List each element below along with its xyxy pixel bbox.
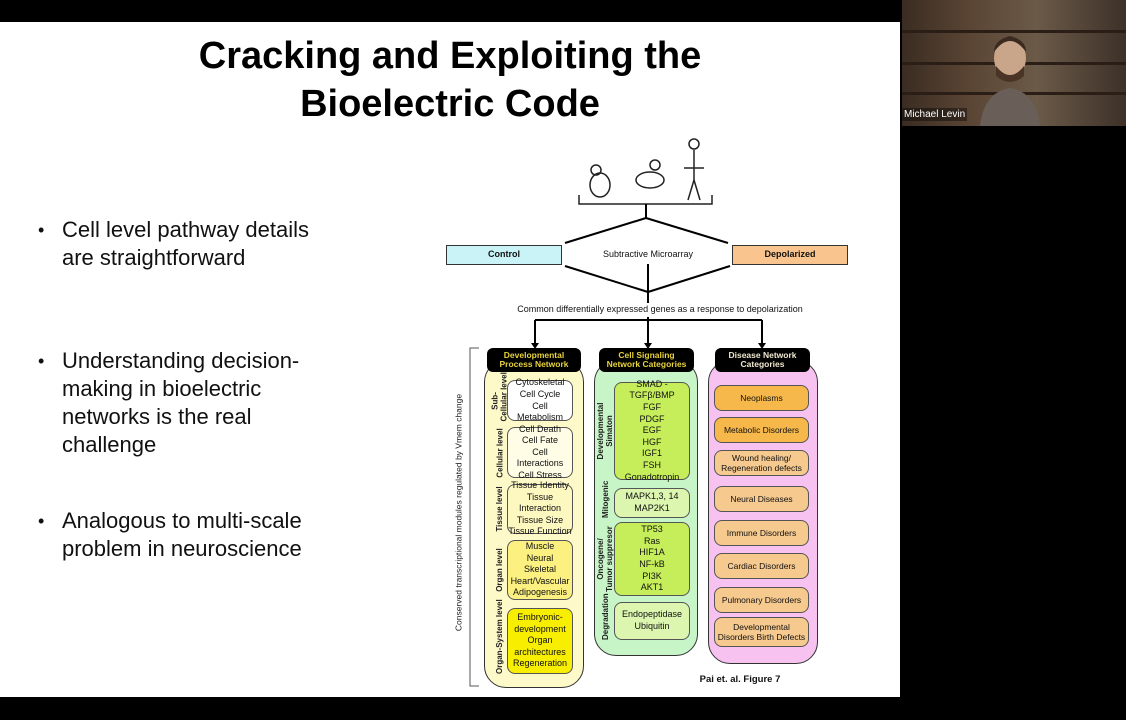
- bullet-dot: •: [38, 511, 45, 531]
- dev-level-label: Tissue level: [494, 486, 504, 532]
- disease-category-box: Neoplasms: [714, 385, 809, 411]
- bullet-dot: •: [38, 351, 45, 371]
- microarray-label: Subtractive Microarray: [602, 249, 694, 260]
- disease-category-box: Wound healing/ Regeneration defects: [714, 450, 809, 476]
- dev-level-label: Organ-System level: [494, 599, 504, 674]
- participant-video: [980, 36, 1040, 126]
- bullet-text: Cell level pathway details are straightf…: [62, 217, 310, 270]
- disease-category-box: Pulmonary Disorders: [714, 587, 809, 613]
- signaling-category-label: Mitogenic: [600, 480, 610, 518]
- webcam-video-tile[interactable]: Michael Levin: [902, 0, 1126, 126]
- control-box: Control: [446, 245, 562, 265]
- diagram-connectors: [469, 138, 766, 687]
- slide-title: Cracking and Exploiting the Bioelectric …: [100, 32, 800, 128]
- vertical-axis-label: Conserved transcriptional modules regula…: [453, 393, 464, 632]
- depolarized-box: Depolarized: [732, 245, 848, 265]
- disease-category-box: Neural Diseases: [714, 486, 809, 512]
- disease-category-box: Cardiac Disorders: [714, 553, 809, 579]
- disease-category-box: Immune Disorders: [714, 520, 809, 546]
- figure-caption: Pai et. al. Figure 7: [699, 674, 781, 686]
- title-line: Cracking and Exploiting the: [198, 35, 702, 77]
- bullet-dot: •: [38, 220, 45, 240]
- figure-diagram: Control Subtractive Microarray Depolariz…: [446, 138, 848, 688]
- dev-level-label: Cellular level: [494, 427, 504, 478]
- signaling-category-label: Oncogene/Tumor suppresor: [596, 526, 614, 592]
- bullet-text: Analogous to multi-scale problem in neur…: [62, 508, 302, 561]
- dev-level-label: Organ level: [494, 548, 504, 592]
- common-genes-label: Common differentially expressed genes as…: [480, 303, 840, 317]
- bullet-text: Understanding decision-making in bioelec…: [62, 348, 300, 457]
- title-line: Bioelectric Code: [300, 83, 600, 125]
- signaling-category-label: Degradation: [600, 593, 610, 640]
- bookshelf: [902, 30, 1126, 33]
- organisms-icon: [578, 138, 713, 205]
- disease-category-box: Metabolic Disorders: [714, 417, 809, 443]
- participant-name: Michael Levin: [902, 108, 968, 121]
- disease-category-box: Developmental Disorders Birth Defects: [714, 617, 809, 647]
- dev-level-label: Sub-Cellular level: [490, 371, 508, 421]
